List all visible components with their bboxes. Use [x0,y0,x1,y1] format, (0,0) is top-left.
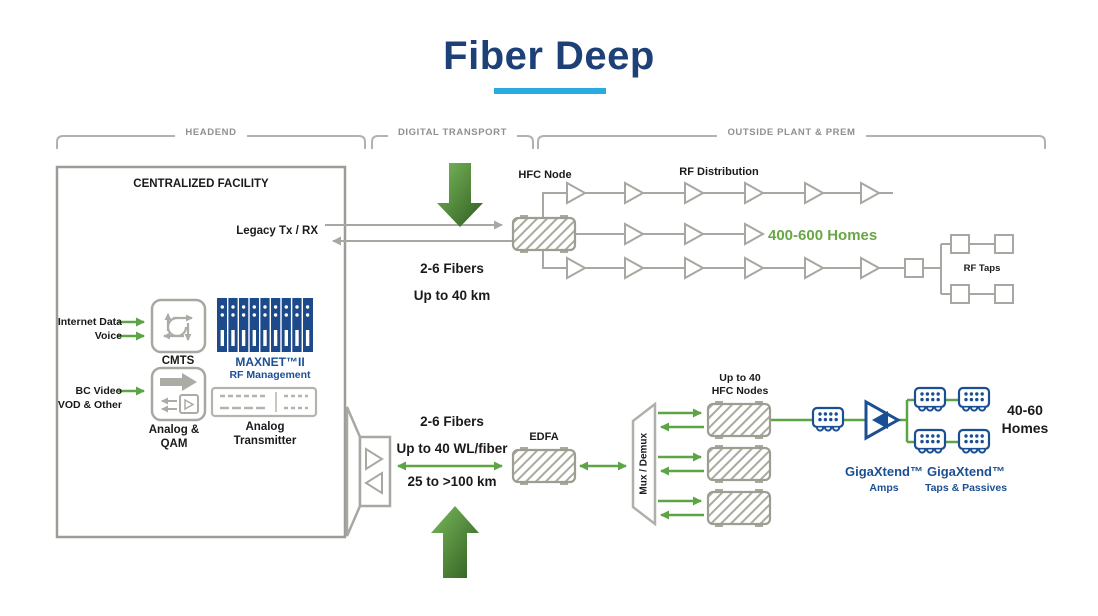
rf-tap-icon [904,258,924,278]
rf-management-label: RF Management [229,369,311,381]
rf-taps-label: RF Taps [963,263,1001,274]
analog-qam-label-2: QAM [160,438,188,450]
mux-demux-icon [631,401,657,527]
page-title: Fiber Deep [443,34,655,78]
gigaxtend-amps-name: GigaXtend™ [844,464,923,479]
hfc-node-icon [706,399,772,441]
maxnet-label: MAXNET™II [235,355,305,369]
gigaxtend-taps-name: GigaXtend™ [926,464,1005,479]
rf-amplifier-icon [744,257,764,279]
rf-amplifier-icon [624,182,644,204]
gigaxtend-tap-icon [957,386,991,412]
fiber-count-top-label: 2-6 Fibers [420,261,484,276]
section-label-outside-plant-text: OUTSIDE PLANT & PREM [717,127,866,138]
legacy-tx-rx-label: Legacy Tx / RX [236,225,318,237]
section-label-outside-plant: OUTSIDE PLANT & PREM [538,127,1045,139]
rf-tap-icon [950,234,970,254]
rf-amplifier-icon [566,257,586,279]
facility-title: CENTRALIZED FACILITY [133,178,269,190]
hfc-nodes-count-label-1: Up to 40 [719,372,761,384]
gigaxtend-tap-icon [913,428,947,454]
rf-amplifier-icon [684,182,704,204]
rf-tap-icon [994,284,1014,304]
rf-amplifier-icon [744,182,764,204]
rf-amplifier-icon [624,223,644,245]
fiber-count-bottom-label: 2-6 Fibers [420,414,484,429]
bc-video-label: BC Video [75,385,122,397]
voice-label: Voice [94,330,122,342]
distance-top-label: Up to 40 km [413,288,491,303]
rf-tap-icon [994,234,1014,254]
hfc-node-icon [511,213,577,255]
section-label-digital-transport: DIGITAL TRANSPORT [372,127,533,139]
analog-transmitter-label-1: Analog [245,421,285,433]
mux-demux-label: Mux / Demux [638,432,650,495]
title-underline [494,88,606,94]
rf-amplifier-icon [804,257,824,279]
internet-data-label: Internet Data [57,316,122,328]
analog-qam-icon [150,366,207,422]
analog-transmitter-icon [210,386,318,418]
rf-taps-group [904,234,1014,304]
laser-transmitter-icon [345,406,392,537]
maxnet-chassis-icon [217,298,313,352]
fiber-links [397,398,958,520]
rf-tap-icon [950,284,970,304]
hfc-node-icon [706,487,772,529]
gigaxtend-amp-icon [864,399,902,441]
gigaxtend-taps-sub: Taps & Passives [924,482,1008,494]
edfa-label: EDFA [529,431,559,443]
homes-bottom-label-2: Homes [1001,420,1049,436]
cmts-icon [150,298,207,354]
section-label-headend-text: HEADEND [175,127,247,138]
rf-amplifier-icon [684,223,704,245]
cmts-label: CMTS [161,355,195,367]
facility-input-arrows [118,317,145,396]
rf-distribution-label: RF Distribution [679,166,759,178]
down-arrow-icon [437,163,483,227]
gigaxtend-amps-sub: Amps [869,482,899,494]
homes-top-label: 400-600 Homes [768,227,878,244]
gigaxtend-tap-icon [957,428,991,454]
edfa-icon [511,445,577,487]
hfc-node-label: HFC Node [518,169,572,181]
gigaxtend-tap-icon [811,406,845,432]
vod-other-label: VOD & Other [57,399,122,411]
wavelength-label: Up to 40 WL/fiber [396,441,508,456]
homes-bottom-label-1: 40-60 [1007,402,1043,418]
section-label-digital-transport-text: DIGITAL TRANSPORT [387,127,518,138]
hfc-node-icon [706,443,772,485]
analog-qam-label-1: Analog & [148,424,200,436]
rf-amplifier-icon [860,182,880,204]
rf-amplifier-icon [566,182,586,204]
up-arrow-icon [431,506,479,578]
rf-amplifier-icon [624,257,644,279]
distance-bottom-label: 25 to >100 km [407,474,497,489]
section-label-headend: HEADEND [57,127,365,139]
analog-transmitter-label-2: Transmitter [233,435,297,447]
rf-amplifier-icon [744,223,764,245]
gigaxtend-tap-icon [913,386,947,412]
hfc-nodes-count-label-2: HFC Nodes [711,385,769,397]
rf-distribution-lines [325,192,995,295]
rf-amplifier-icon [860,257,880,279]
rf-amplifier-icon [684,257,704,279]
rf-amplifier-icon [804,182,824,204]
